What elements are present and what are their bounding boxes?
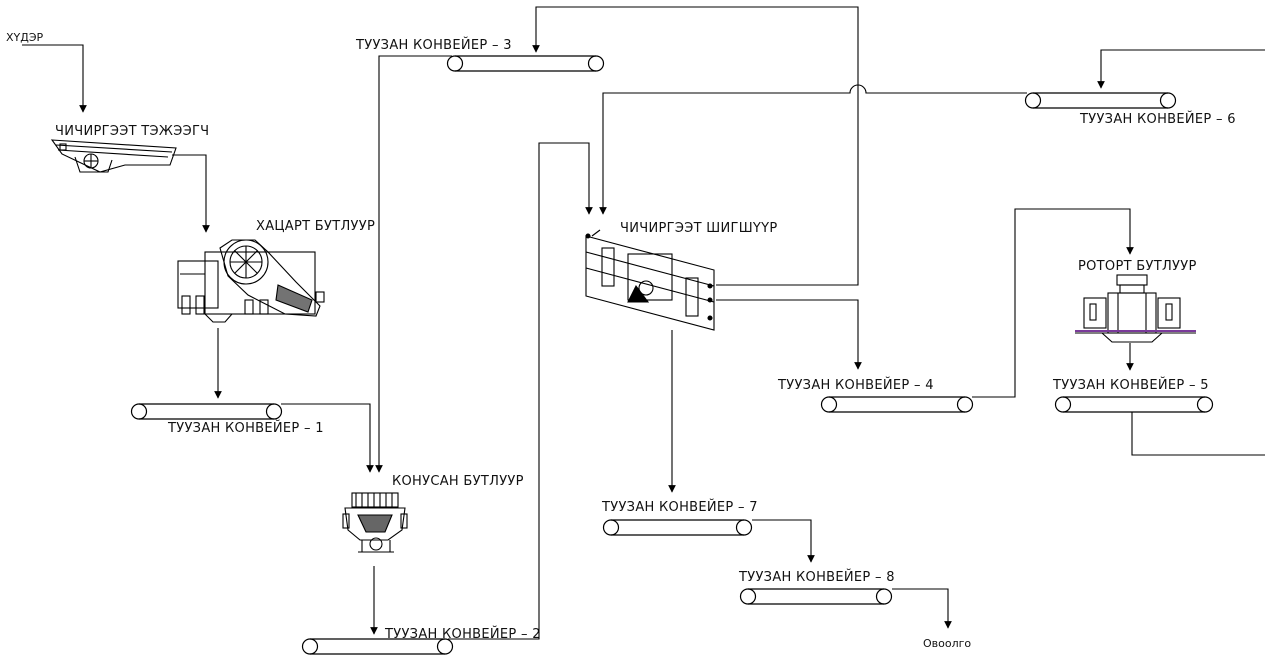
cone-crusher-icon [342,492,408,553]
conveyor-4-label: ТУУЗАН КОНВЕЙЕР – 4 [777,377,934,393]
conveyor-belt-7 [602,519,753,536]
jaw-crusher-label: ХАЦАРТ БУТЛУУР [256,219,375,234]
conveyor-7-label: ТУУЗАН КОНВЕЙЕР – 7 [601,499,758,515]
vibrating-feeder-icon [50,139,177,173]
conveyor-belt-4 [820,396,974,413]
rotor-crusher-label: РОТОРТ БУТЛУУР [1078,259,1197,274]
conveyor-belt-1 [130,403,283,420]
stockpile-label: Овоолго [923,637,971,650]
flow-conveyor-1-to-cone-crusher [281,403,374,473]
flow-conveyor-3-to-cone-crusher [375,55,452,473]
flow-ore-to-feeder [22,44,87,113]
feeder-label: ЧИЧИРГЭЭТ ТЭЖЭЭГЧ [55,124,209,139]
flow-conveyor-8-to-stockpile [892,588,952,629]
vibrating-screen-icon [585,229,715,331]
cone-crusher-label: КОНУСАН БУТЛУУР [392,474,524,489]
flow-screen-to-conveyor-3 [532,6,859,286]
rotor-crusher-icon [1075,274,1196,343]
conveyor-belt-6 [1024,92,1177,109]
conveyor-belt-3 [446,55,605,72]
conveyor-3-label: ТУУЗАН КОНВЕЙЕР – 3 [355,37,512,53]
conveyor-belt-8 [739,588,893,605]
conveyor-6-label: ТУУЗАН КОНВЕЙЕР – 6 [1079,111,1236,127]
conveyor-belt-2 [301,638,454,655]
flow-conveyor-7-to-conveyor-8 [752,519,815,563]
flow-conveyor-2-to-screen [448,142,593,640]
flow-conveyor-4-to-rotor-crusher [972,208,1134,398]
flow-conveyor-6-to-screen [599,84,1027,215]
flow-conveyor-5-to-conveyor-6 [1097,49,1265,456]
screen-label: ЧИЧИРГЭЭТ ШИГШҮҮР [620,221,778,236]
conveyor-1-label: ТУУЗАН КОНВЕЙЕР – 1 [167,420,324,436]
flow-feeder-to-jaw-crusher [172,154,210,233]
conveyor-belt-5 [1054,396,1214,413]
ore-source-label: ХҮДЭР [6,31,44,44]
conveyor-5-label: ТУУЗАН КОНВЕЙЕР – 5 [1052,377,1209,393]
flow-screen-to-conveyor-4 [716,299,862,370]
conveyor-2-label: ТУУЗАН КОНВЕЙЕР – 2 [384,626,541,642]
conveyor-8-label: ТУУЗАН КОНВЕЙЕР – 8 [738,569,895,585]
jaw-crusher-icon [177,239,325,323]
